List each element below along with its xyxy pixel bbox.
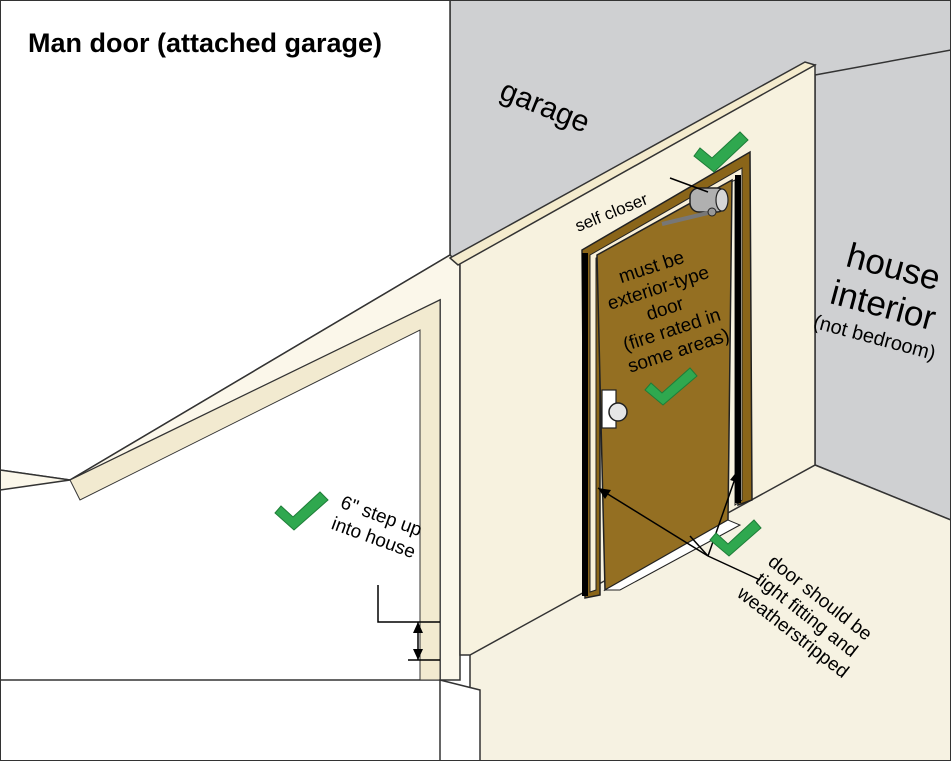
check-icon [709, 519, 762, 557]
wall-top-edge [448, 61, 817, 266]
doorknob-icon [601, 389, 628, 429]
door-closer-icon [661, 187, 729, 226]
self-closer-leader [669, 177, 709, 193]
step-dimension [408, 622, 440, 661]
check-icon [644, 367, 698, 406]
check-icon [693, 131, 749, 173]
step-leader [377, 585, 440, 623]
step-riser [439, 679, 481, 761]
slab-front-face [69, 299, 441, 681]
diagram-title: Man door (attached garage) [28, 28, 382, 58]
check-icon [274, 491, 329, 531]
